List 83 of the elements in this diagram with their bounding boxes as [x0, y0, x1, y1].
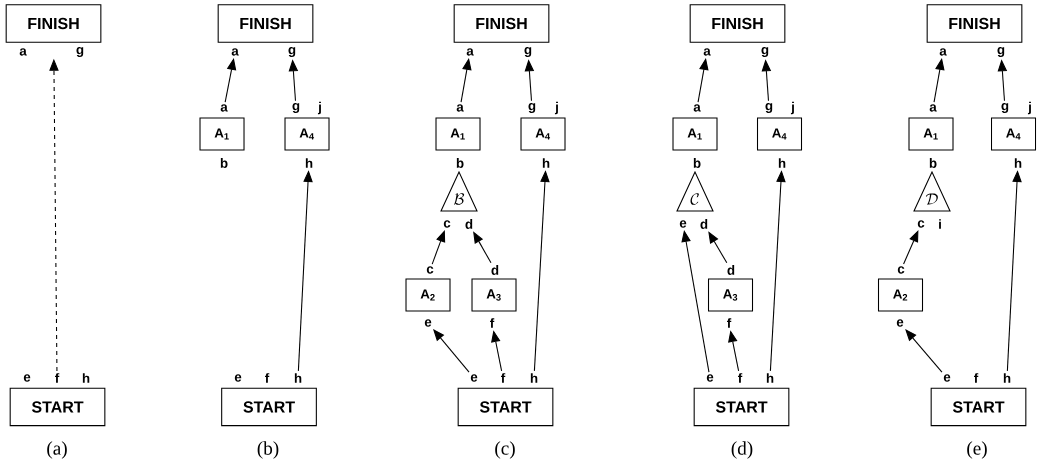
process-box: START	[693, 387, 790, 427]
port-label: f	[55, 373, 60, 383]
port-label: i	[939, 219, 941, 229]
process-box: START	[9, 387, 106, 427]
process-box: FINISH	[689, 4, 786, 43]
port-label: a	[703, 48, 711, 56]
process-box: A$_{1}$	[435, 117, 481, 151]
port-label: f	[738, 373, 743, 383]
process-box: FINISH	[217, 4, 314, 43]
port-label: g	[524, 47, 532, 57]
process-box: FINISH	[926, 4, 1023, 43]
process-box: A$_{4}$	[990, 117, 1037, 151]
port-label: a	[939, 48, 947, 56]
port-label: f	[727, 318, 732, 328]
process-box: START	[457, 387, 554, 427]
port-label: h	[530, 373, 538, 383]
port-label: c	[917, 220, 925, 228]
process-box: A$_{1}$	[908, 117, 954, 151]
port-label: c	[426, 266, 434, 274]
port-label: g	[76, 47, 84, 57]
port-label: h	[294, 373, 302, 383]
port-label: g	[288, 47, 296, 57]
port-label: d	[700, 219, 708, 229]
process-box: A$_{4}$	[520, 117, 566, 151]
port-label: f	[501, 373, 506, 383]
port-label: a	[466, 48, 474, 56]
process-box: A$_{2}$	[405, 278, 451, 312]
port-label: f	[490, 318, 495, 328]
port-label: h	[1003, 373, 1011, 383]
process-box: START	[221, 387, 317, 427]
arrow	[473, 231, 492, 264]
port-label: a	[19, 48, 27, 56]
process-box: A$_{3}$	[707, 278, 754, 312]
port-label: h	[542, 158, 550, 168]
port-label: e	[706, 374, 714, 382]
port-label: e	[23, 374, 31, 382]
port-label: g	[528, 103, 536, 113]
port-label: j	[790, 101, 794, 115]
process-box: A$_{1}$	[672, 117, 718, 151]
port-label: j	[1027, 101, 1031, 115]
port-label: h	[82, 373, 90, 383]
port-label: g	[1001, 103, 1009, 113]
port-label: a	[693, 104, 701, 112]
port-label: j	[554, 101, 558, 115]
process-box: A$_{1}$	[199, 117, 245, 151]
port-label: d	[465, 219, 473, 229]
port-label: b	[929, 158, 937, 168]
port-label: e	[424, 319, 432, 327]
port-label: a	[456, 104, 464, 112]
port-label: c	[443, 220, 451, 228]
port-label: e	[470, 374, 478, 382]
arrow	[708, 231, 728, 264]
port-label: g	[761, 47, 769, 57]
port-label: a	[231, 48, 239, 56]
port-label: h	[766, 373, 774, 383]
process-box: A$_{3}$	[471, 278, 517, 312]
port-label: b	[220, 158, 228, 168]
port-label: e	[679, 220, 687, 228]
port-label: e	[234, 374, 242, 382]
port-label: h	[1014, 158, 1022, 168]
process-box: START	[930, 387, 1027, 427]
port-label: c	[897, 266, 905, 274]
port-label: a	[220, 104, 228, 112]
port-label: b	[456, 158, 464, 168]
port-label: d	[727, 265, 735, 275]
port-label: e	[896, 319, 904, 327]
port-label: h	[305, 158, 313, 168]
port-label: a	[929, 104, 937, 112]
port-label: e	[943, 374, 951, 382]
port-label: g	[292, 103, 300, 113]
process-box: FINISH	[5, 4, 102, 43]
port-label: d	[491, 265, 499, 275]
process-box: A$_{2}$	[877, 278, 924, 312]
process-box: FINISH	[453, 4, 550, 43]
port-label: f	[265, 373, 270, 383]
port-label: g	[997, 47, 1005, 57]
port-label: g	[765, 103, 773, 113]
port-label: b	[693, 158, 701, 168]
process-box: A$_{4}$	[756, 117, 803, 151]
port-label: h	[778, 158, 786, 168]
port-label: f	[974, 373, 979, 383]
port-label: j	[317, 101, 321, 115]
process-box: A$_{4}$	[284, 117, 330, 151]
